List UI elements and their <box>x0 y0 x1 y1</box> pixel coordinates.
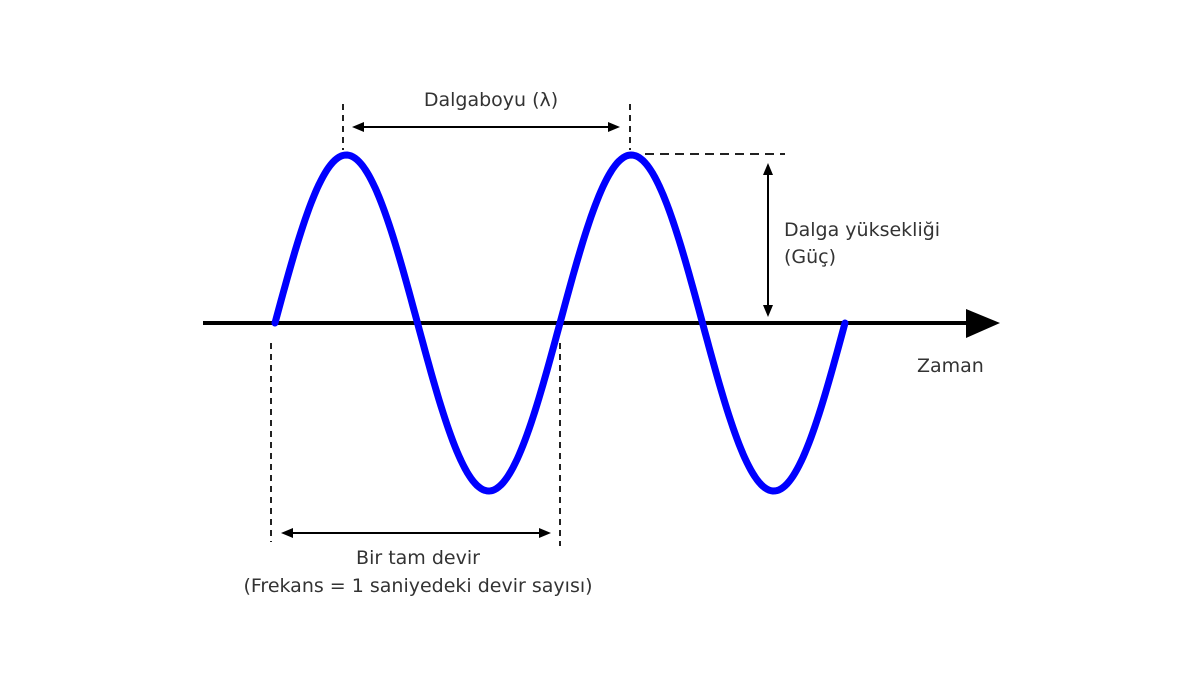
axis-arrow-icon <box>966 309 1000 338</box>
sine-wave <box>271 151 849 495</box>
arrow-up-icon <box>763 163 773 175</box>
time-axis <box>203 309 1000 338</box>
amplitude-label-line2: (Güç) <box>784 246 837 268</box>
wavelength-label: Dalgaboyu (λ) <box>423 89 559 111</box>
cycle-label-line1: Bir tam devir <box>356 547 480 569</box>
arrow-down-icon <box>763 305 773 317</box>
cycle-label-line2: (Frekans = 1 saniyedeki devir sayısı) <box>243 575 593 597</box>
amplitude-label-line1: Dalga yüksekliği <box>784 219 941 241</box>
arrow-right-icon <box>539 528 551 538</box>
arrow-left-icon <box>281 528 293 538</box>
arrow-left-icon <box>352 122 364 132</box>
wavelength-marker <box>342 104 631 150</box>
time-axis-label: Zaman <box>917 355 984 377</box>
cycle-marker <box>270 343 561 546</box>
arrow-right-icon <box>608 122 620 132</box>
amplitude-marker <box>645 153 785 317</box>
